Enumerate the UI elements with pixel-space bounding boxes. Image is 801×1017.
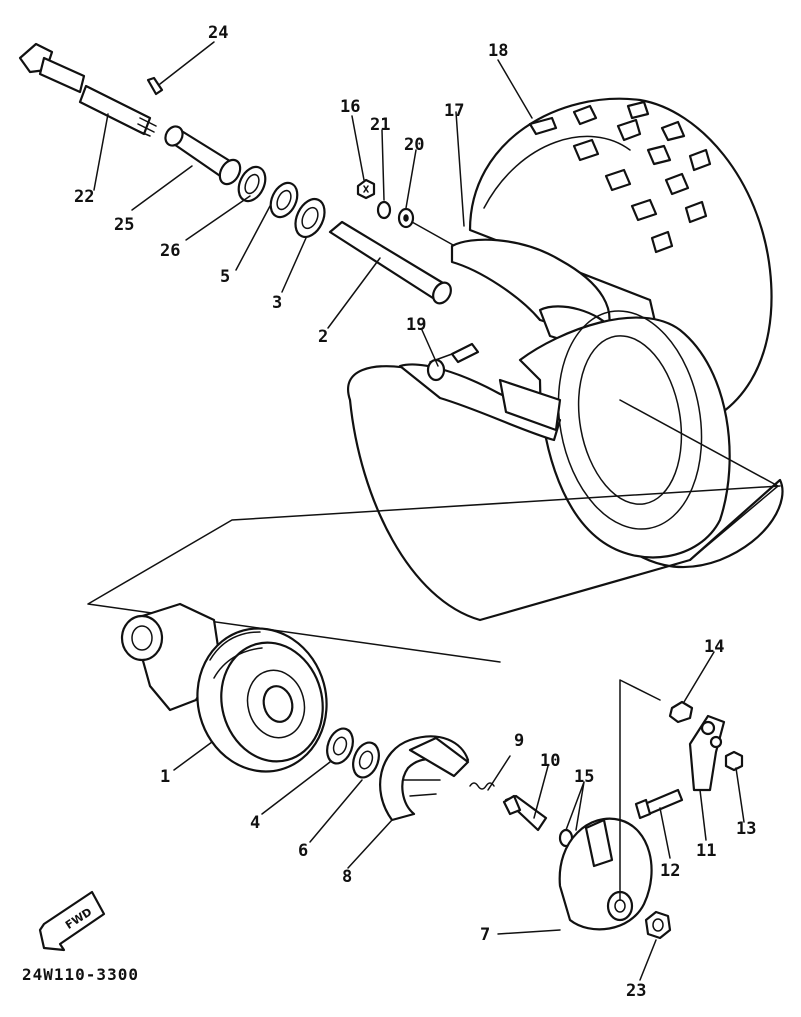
cotter-pin — [146, 76, 164, 96]
callout-3: 3 — [272, 293, 282, 313]
callout-8: 8 — [342, 867, 352, 887]
callout-7: 7 — [480, 925, 490, 945]
callout-13: 13 — [736, 819, 756, 839]
brake-hub — [120, 602, 328, 773]
bearing-3 — [294, 197, 326, 239]
oil-seal-4 — [326, 727, 354, 765]
nut-14 — [668, 700, 694, 724]
axle-shaft — [18, 42, 157, 137]
callout-1: 1 — [160, 767, 170, 787]
callout-9: 9 — [514, 731, 524, 751]
axle-nut — [644, 910, 672, 940]
callout-19: 19 — [406, 315, 426, 335]
callout-16: 16 — [340, 97, 360, 117]
nut-13 — [724, 750, 744, 772]
callout-21: 21 — [370, 115, 390, 135]
brake-shoe — [379, 735, 470, 822]
washer-20 — [397, 207, 415, 229]
callout-26: 26 — [160, 241, 180, 261]
tire-tread-blocks — [528, 100, 712, 254]
callout-11: 11 — [696, 841, 716, 861]
callout-10: 10 — [540, 751, 560, 771]
callout-4: 4 — [250, 813, 260, 833]
bearing-5 — [269, 181, 299, 219]
oil-seal-6 — [352, 741, 380, 779]
callout-12: 12 — [660, 861, 680, 881]
callout-25: 25 — [114, 215, 134, 235]
callout-22: 22 — [74, 187, 94, 207]
callout-18: 18 — [488, 41, 508, 61]
nut-16 — [356, 178, 376, 200]
brake-camshaft-lever — [688, 714, 726, 792]
callout-labels: 1 2 3 4 5 6 7 8 9 10 11 12 13 14 15 16 1… — [74, 23, 756, 1001]
callout-24: 24 — [208, 23, 228, 43]
valve-stem — [426, 342, 480, 382]
rim-inner-half — [398, 363, 562, 442]
callout-15: 15 — [574, 767, 594, 787]
callout-20: 20 — [404, 135, 424, 155]
brake-camshaft — [502, 794, 548, 832]
callout-17: 17 — [444, 101, 464, 121]
bolt-12 — [634, 788, 684, 820]
callout-2: 2 — [318, 327, 328, 347]
return-spring — [469, 782, 495, 790]
washer-21 — [376, 200, 392, 220]
plate-guide-line — [619, 679, 661, 901]
tire-front-half — [347, 310, 784, 622]
leader-lines — [93, 41, 745, 981]
callout-14: 14 — [704, 637, 724, 657]
callout-6: 6 — [298, 841, 308, 861]
spacer-collar — [164, 125, 242, 186]
callout-23: 23 — [626, 981, 646, 1001]
brake-shoe-plate — [558, 817, 653, 931]
spacer-tube — [328, 220, 452, 305]
forward-direction-arrow: FWD — [38, 890, 106, 952]
callout-5: 5 — [220, 267, 230, 287]
drawing-code: 24W110-3300 — [22, 965, 139, 984]
rim-outer-half — [450, 238, 614, 352]
